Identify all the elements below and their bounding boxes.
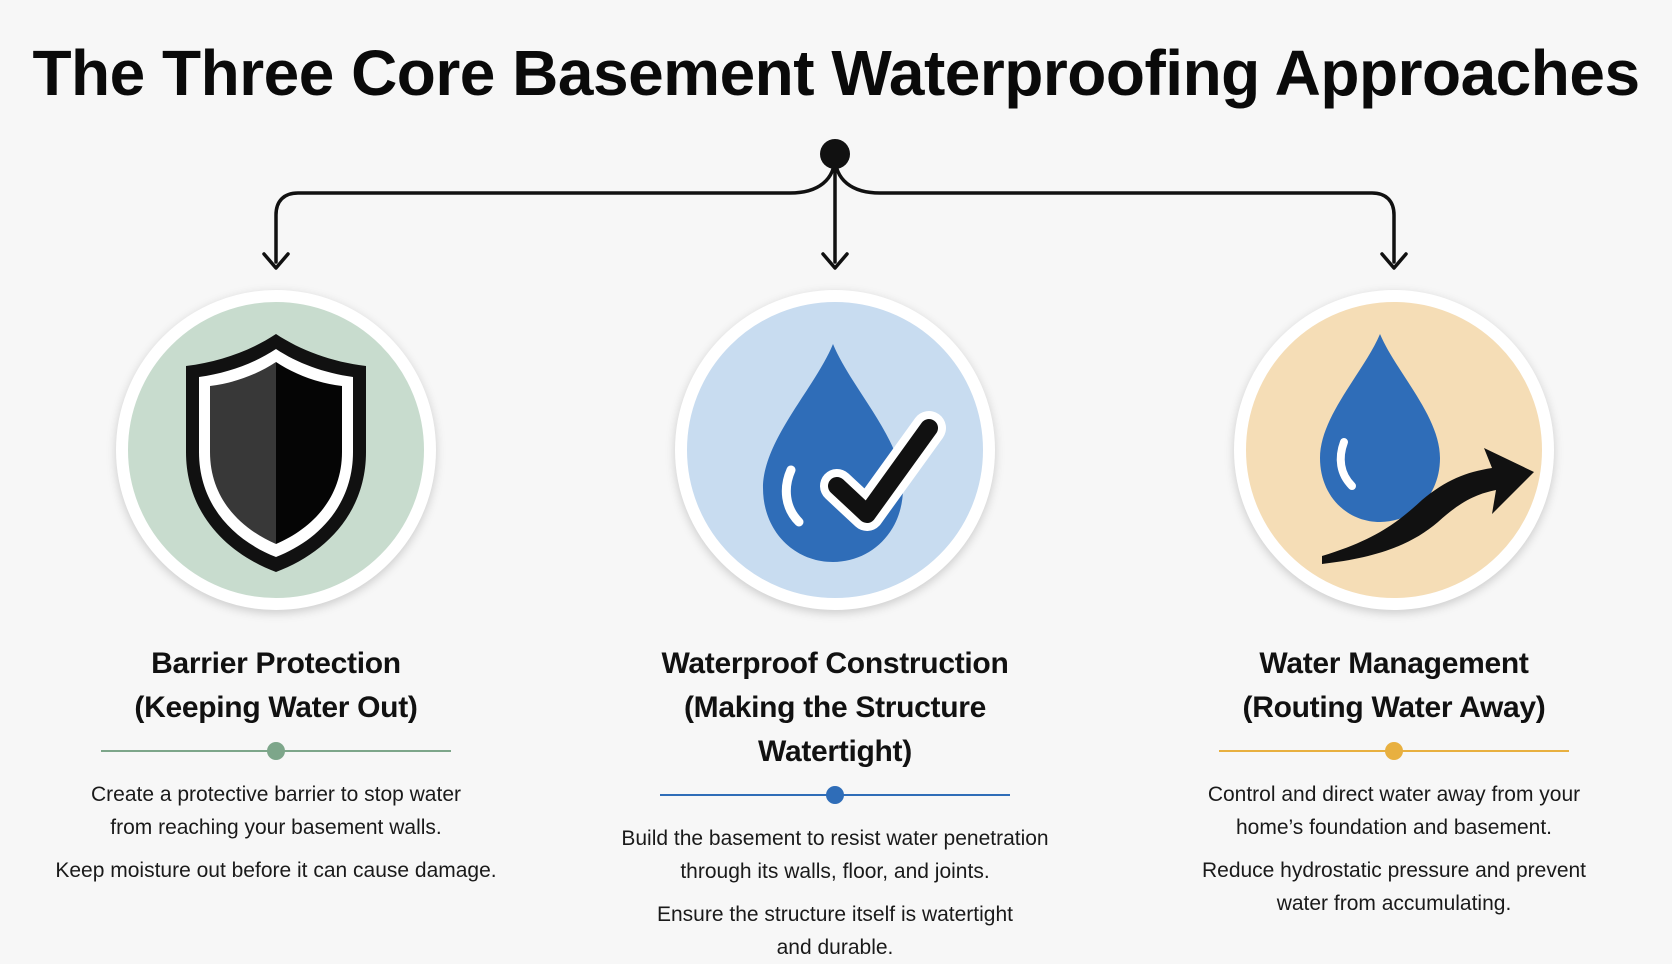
heading-line: Barrier Protection [151, 647, 401, 680]
divider-green [101, 742, 451, 760]
divider-dot [826, 786, 844, 804]
barrier-icon-circle [116, 290, 436, 610]
branch-root-dot [820, 139, 850, 169]
divider-dot [267, 742, 285, 760]
approach-heading: Waterproof Construction (Making the Stru… [605, 642, 1065, 774]
divider-gold [1219, 742, 1569, 760]
arrowhead-center [821, 252, 849, 270]
management-icon-circle [1234, 290, 1554, 610]
desc-line: Ensure the structure itself is watertigh… [657, 903, 1013, 926]
desc-line: Reduce hydrostatic pressure and prevent [1201, 859, 1587, 882]
desc-line: water from accumulating. [1276, 892, 1512, 915]
desc-line: and durable. [776, 936, 894, 959]
approach-barrier-protection: Barrier Protection (Keeping Water Out) C… [46, 290, 506, 887]
desc-line: Build the basement to resist water penet… [621, 827, 1049, 850]
desc-line: Control and direct water away from your [1207, 783, 1581, 806]
heading-subtitle: (Making the Structure Watertight) [683, 691, 987, 768]
approach-water-management: Water Management (Routing Water Away) Co… [1164, 290, 1624, 920]
heading-subtitle: (Keeping Water Out) [134, 691, 418, 724]
branch-right-line [833, 154, 1396, 264]
water-drop-check-icon [763, 344, 946, 562]
approach-heading: Water Management (Routing Water Away) [1243, 642, 1546, 730]
desc-line: Create a protective barrier to stop wate… [90, 783, 461, 806]
water-drop-arrow-icon [1320, 334, 1534, 564]
approach-description: Create a protective barrier to stop wate… [55, 778, 496, 887]
divider-dot [1385, 742, 1403, 760]
arrowhead-right [1380, 252, 1408, 270]
heading-line: Waterproof Construction [661, 647, 1009, 680]
approach-heading: Barrier Protection (Keeping Water Out) [134, 642, 417, 730]
approach-description: Build the basement to resist water penet… [621, 822, 1048, 964]
branch-left-line [274, 154, 837, 264]
divider-blue [660, 786, 1010, 804]
arrowhead-left [262, 252, 290, 270]
construction-icon-circle [675, 290, 995, 610]
page-title: The Three Core Basement Waterproofing Ap… [32, 37, 1640, 109]
approach-description: Control and direct water away from your h… [1202, 778, 1586, 920]
heading-subtitle: (Routing Water Away) [1242, 691, 1546, 724]
desc-line: from reaching your basement walls. [110, 816, 442, 839]
desc-line: home’s foundation and basement. [1235, 816, 1552, 839]
heading-line: Water Management [1259, 647, 1529, 680]
desc-line: through its walls, floor, and joints. [680, 860, 990, 883]
desc-line: Keep moisture out before it can cause da… [55, 859, 497, 882]
shield-icon [186, 334, 366, 572]
branch-connector [262, 139, 1408, 270]
approach-waterproof-construction: Waterproof Construction (Making the Stru… [605, 290, 1065, 964]
